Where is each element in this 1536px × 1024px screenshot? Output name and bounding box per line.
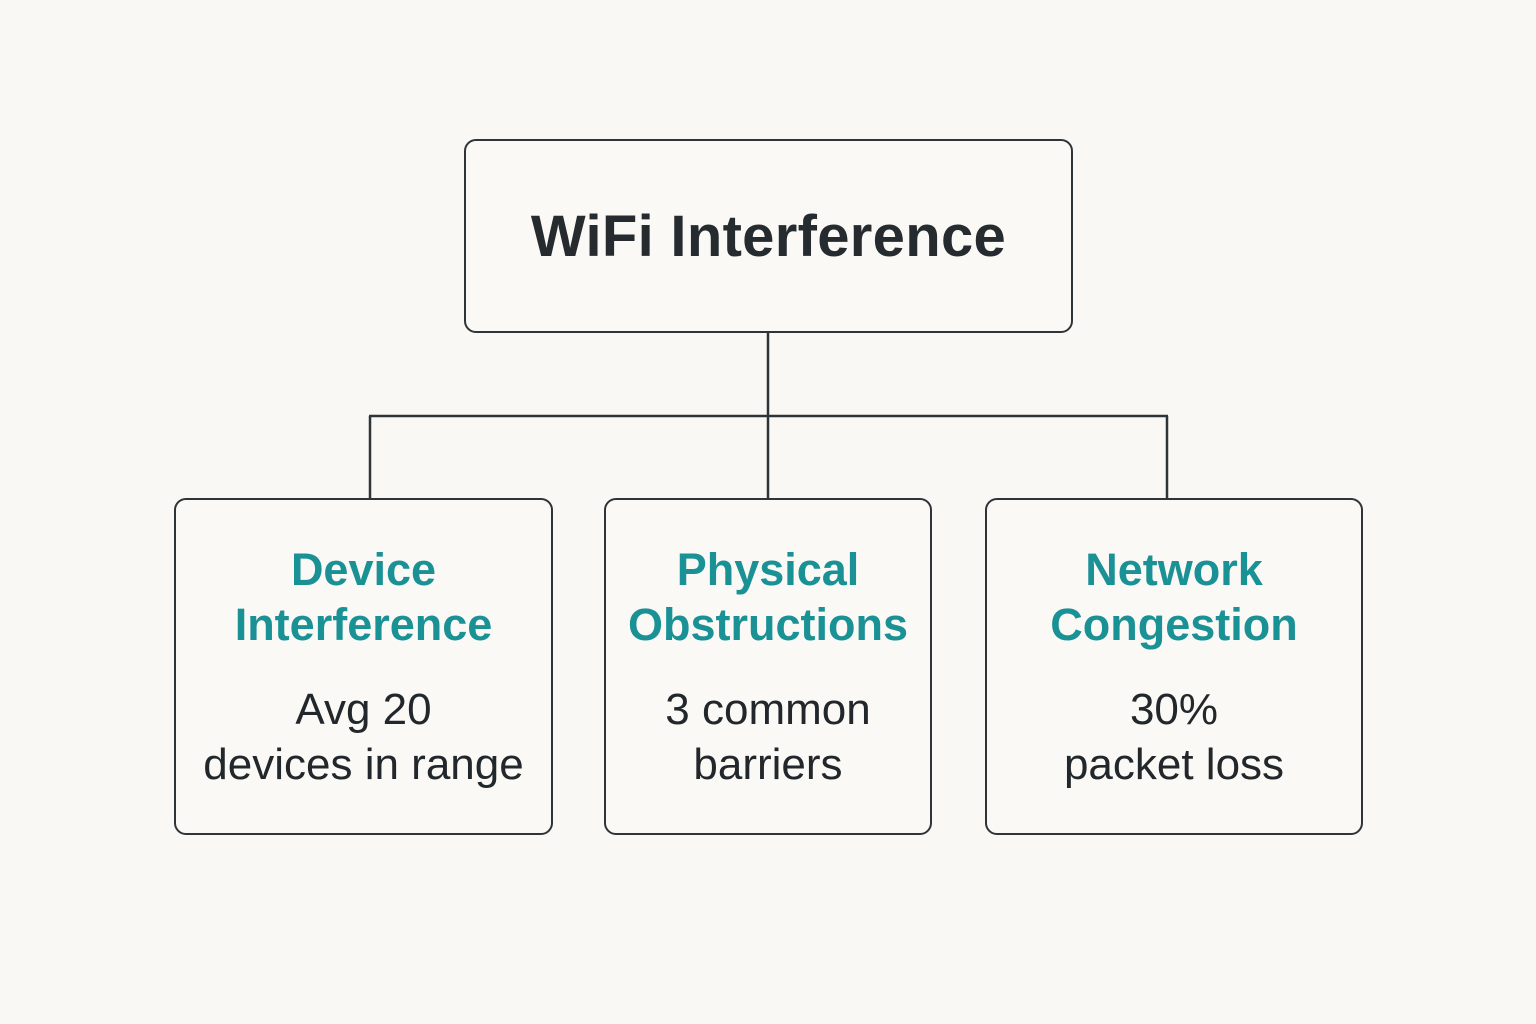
child-node-network-congestion: Network Congestion 30% packet loss [985, 498, 1363, 835]
child-node-title: Physical Obstructions [628, 542, 908, 652]
title-line: Obstructions [627, 599, 909, 650]
root-node-title: WiFi Interference [530, 203, 1007, 269]
child-node-stat: 3 common barriers [665, 682, 870, 792]
child-node-physical-obstructions: Physical Obstructions 3 common barriers [604, 498, 932, 835]
child-node-title: Network Congestion [1050, 542, 1297, 652]
title-line: Physical [676, 544, 860, 595]
stat-line: barriers [693, 740, 843, 789]
child-node-device-interference: Device Interference Avg 20 devices in ra… [174, 498, 553, 835]
title-line: Interference [234, 599, 493, 650]
stat-line: devices in range [203, 740, 524, 789]
stat-line: Avg 20 [295, 685, 432, 734]
root-node: WiFi Interference [464, 139, 1073, 333]
stat-line: packet loss [1063, 740, 1285, 789]
child-node-title: Device Interference [235, 542, 493, 652]
title-line: Congestion [1050, 599, 1298, 650]
title-line: Network [1085, 544, 1263, 595]
title-line: Device [290, 544, 437, 595]
child-node-stat: Avg 20 devices in range [203, 682, 523, 792]
stat-line: 3 common [665, 685, 871, 734]
stat-line: 30% [1129, 685, 1219, 734]
child-node-stat: 30% packet loss [1064, 682, 1284, 792]
